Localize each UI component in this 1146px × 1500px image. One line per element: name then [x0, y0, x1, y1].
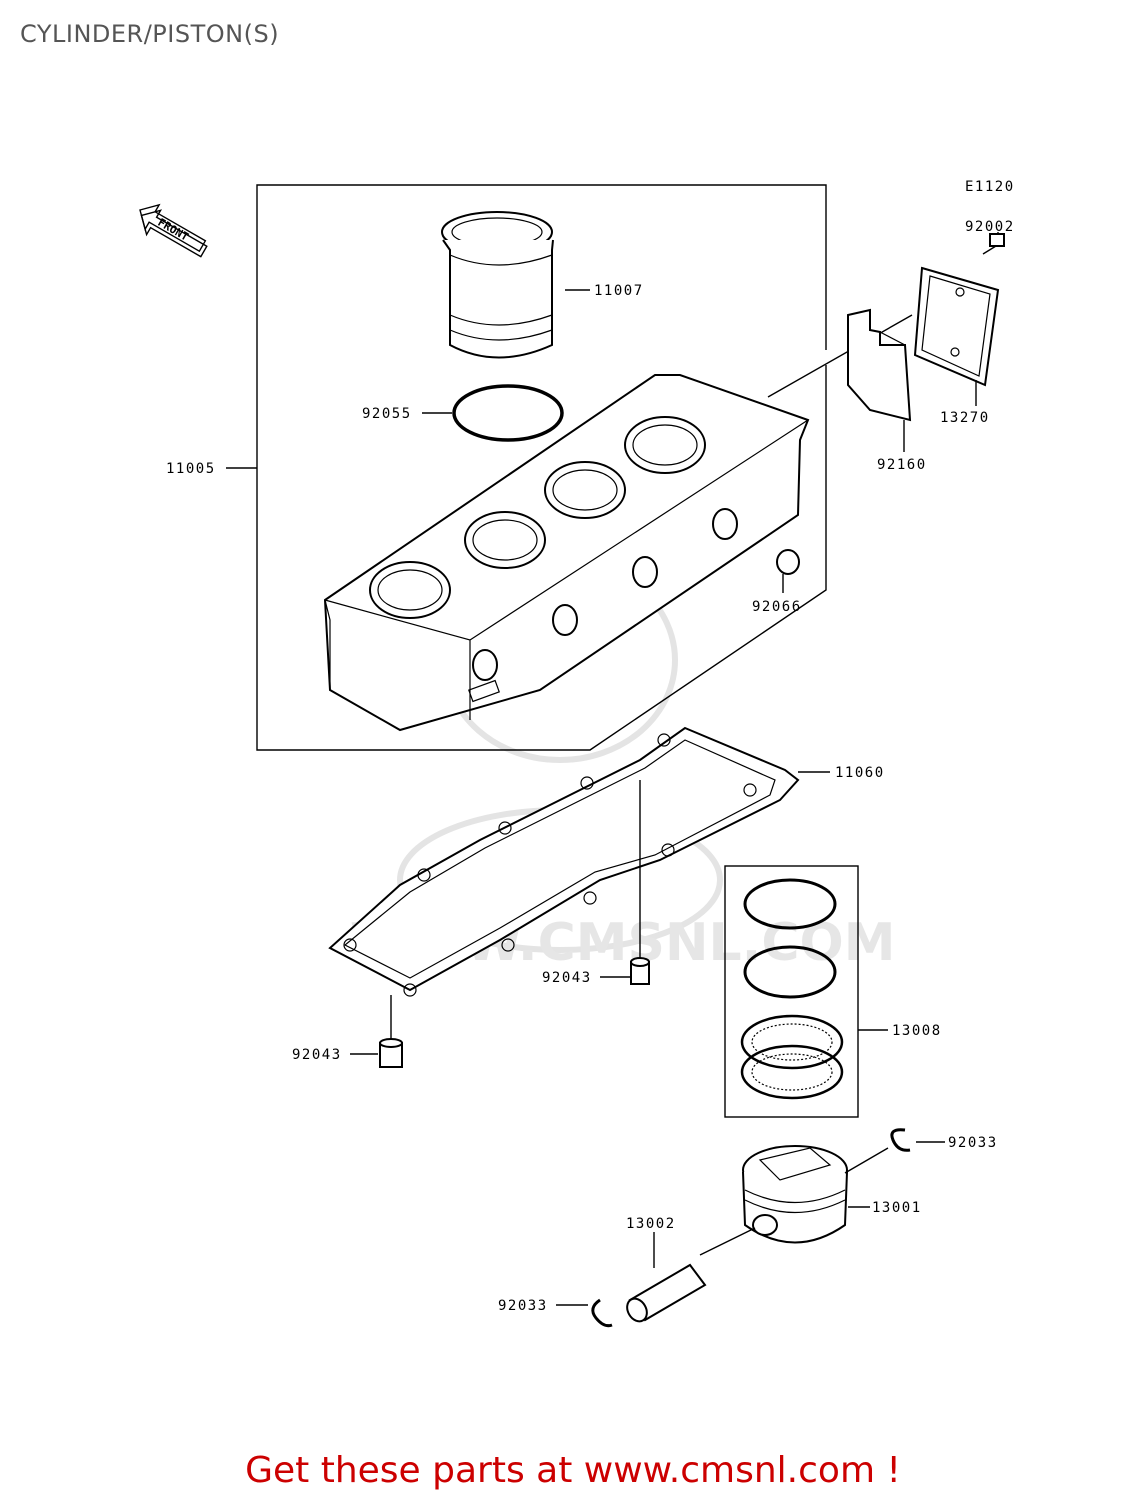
- circlip-part: [890, 1128, 911, 1152]
- cylinder-group-box: [256, 184, 827, 751]
- bolt-part: [982, 232, 1005, 255]
- piston-ring-set-box: [724, 865, 859, 1118]
- part-label-13001: 13001: [872, 1200, 922, 1216]
- gasket-plate-part: [913, 266, 1000, 387]
- part-label-92033-a: 92033: [948, 1135, 998, 1151]
- drawing-code: E1120: [965, 179, 1015, 195]
- piston-pin-part: [626, 1263, 707, 1323]
- dowel-pin-part: [630, 957, 650, 985]
- page-title: CYLINDER/PISTON(S): [20, 20, 280, 48]
- part-label-13270: 13270: [940, 410, 990, 426]
- part-label-13008: 13008: [892, 1023, 942, 1039]
- cmsnl-link[interactable]: Get these parts at www.cmsnl.com !: [245, 1450, 901, 1491]
- dowel-pin-part-2: [379, 1038, 403, 1068]
- part-label-92043-a: 92043: [542, 970, 592, 986]
- cylinder-sleeve-part: [441, 211, 554, 359]
- front-arrow-icon: FRONT: [139, 203, 208, 258]
- part-label-92043-b: 92043: [292, 1047, 342, 1063]
- cylinder-block-part: [323, 374, 810, 732]
- part-label-92066: 92066: [752, 599, 802, 615]
- plug-part: [776, 549, 800, 593]
- circlip-part-2: [591, 1298, 613, 1328]
- part-label-92055: 92055: [362, 406, 412, 422]
- piston-ring-set-part: [740, 878, 844, 1100]
- part-label-92002: 92002: [965, 219, 1015, 235]
- part-label-92033-b: 92033: [498, 1298, 548, 1314]
- base-gasket-part: [328, 726, 800, 997]
- rubber-pad-part: [847, 308, 912, 422]
- o-ring-part: [452, 384, 564, 442]
- part-label-11007: 11007: [594, 283, 644, 299]
- part-label-13002: 13002: [626, 1216, 676, 1232]
- front-label: FRONT: [156, 216, 192, 244]
- piston-part: [742, 1145, 848, 1244]
- part-label-11005: 11005: [166, 461, 216, 477]
- part-label-11060: 11060: [835, 765, 885, 781]
- part-label-92160: 92160: [877, 457, 927, 473]
